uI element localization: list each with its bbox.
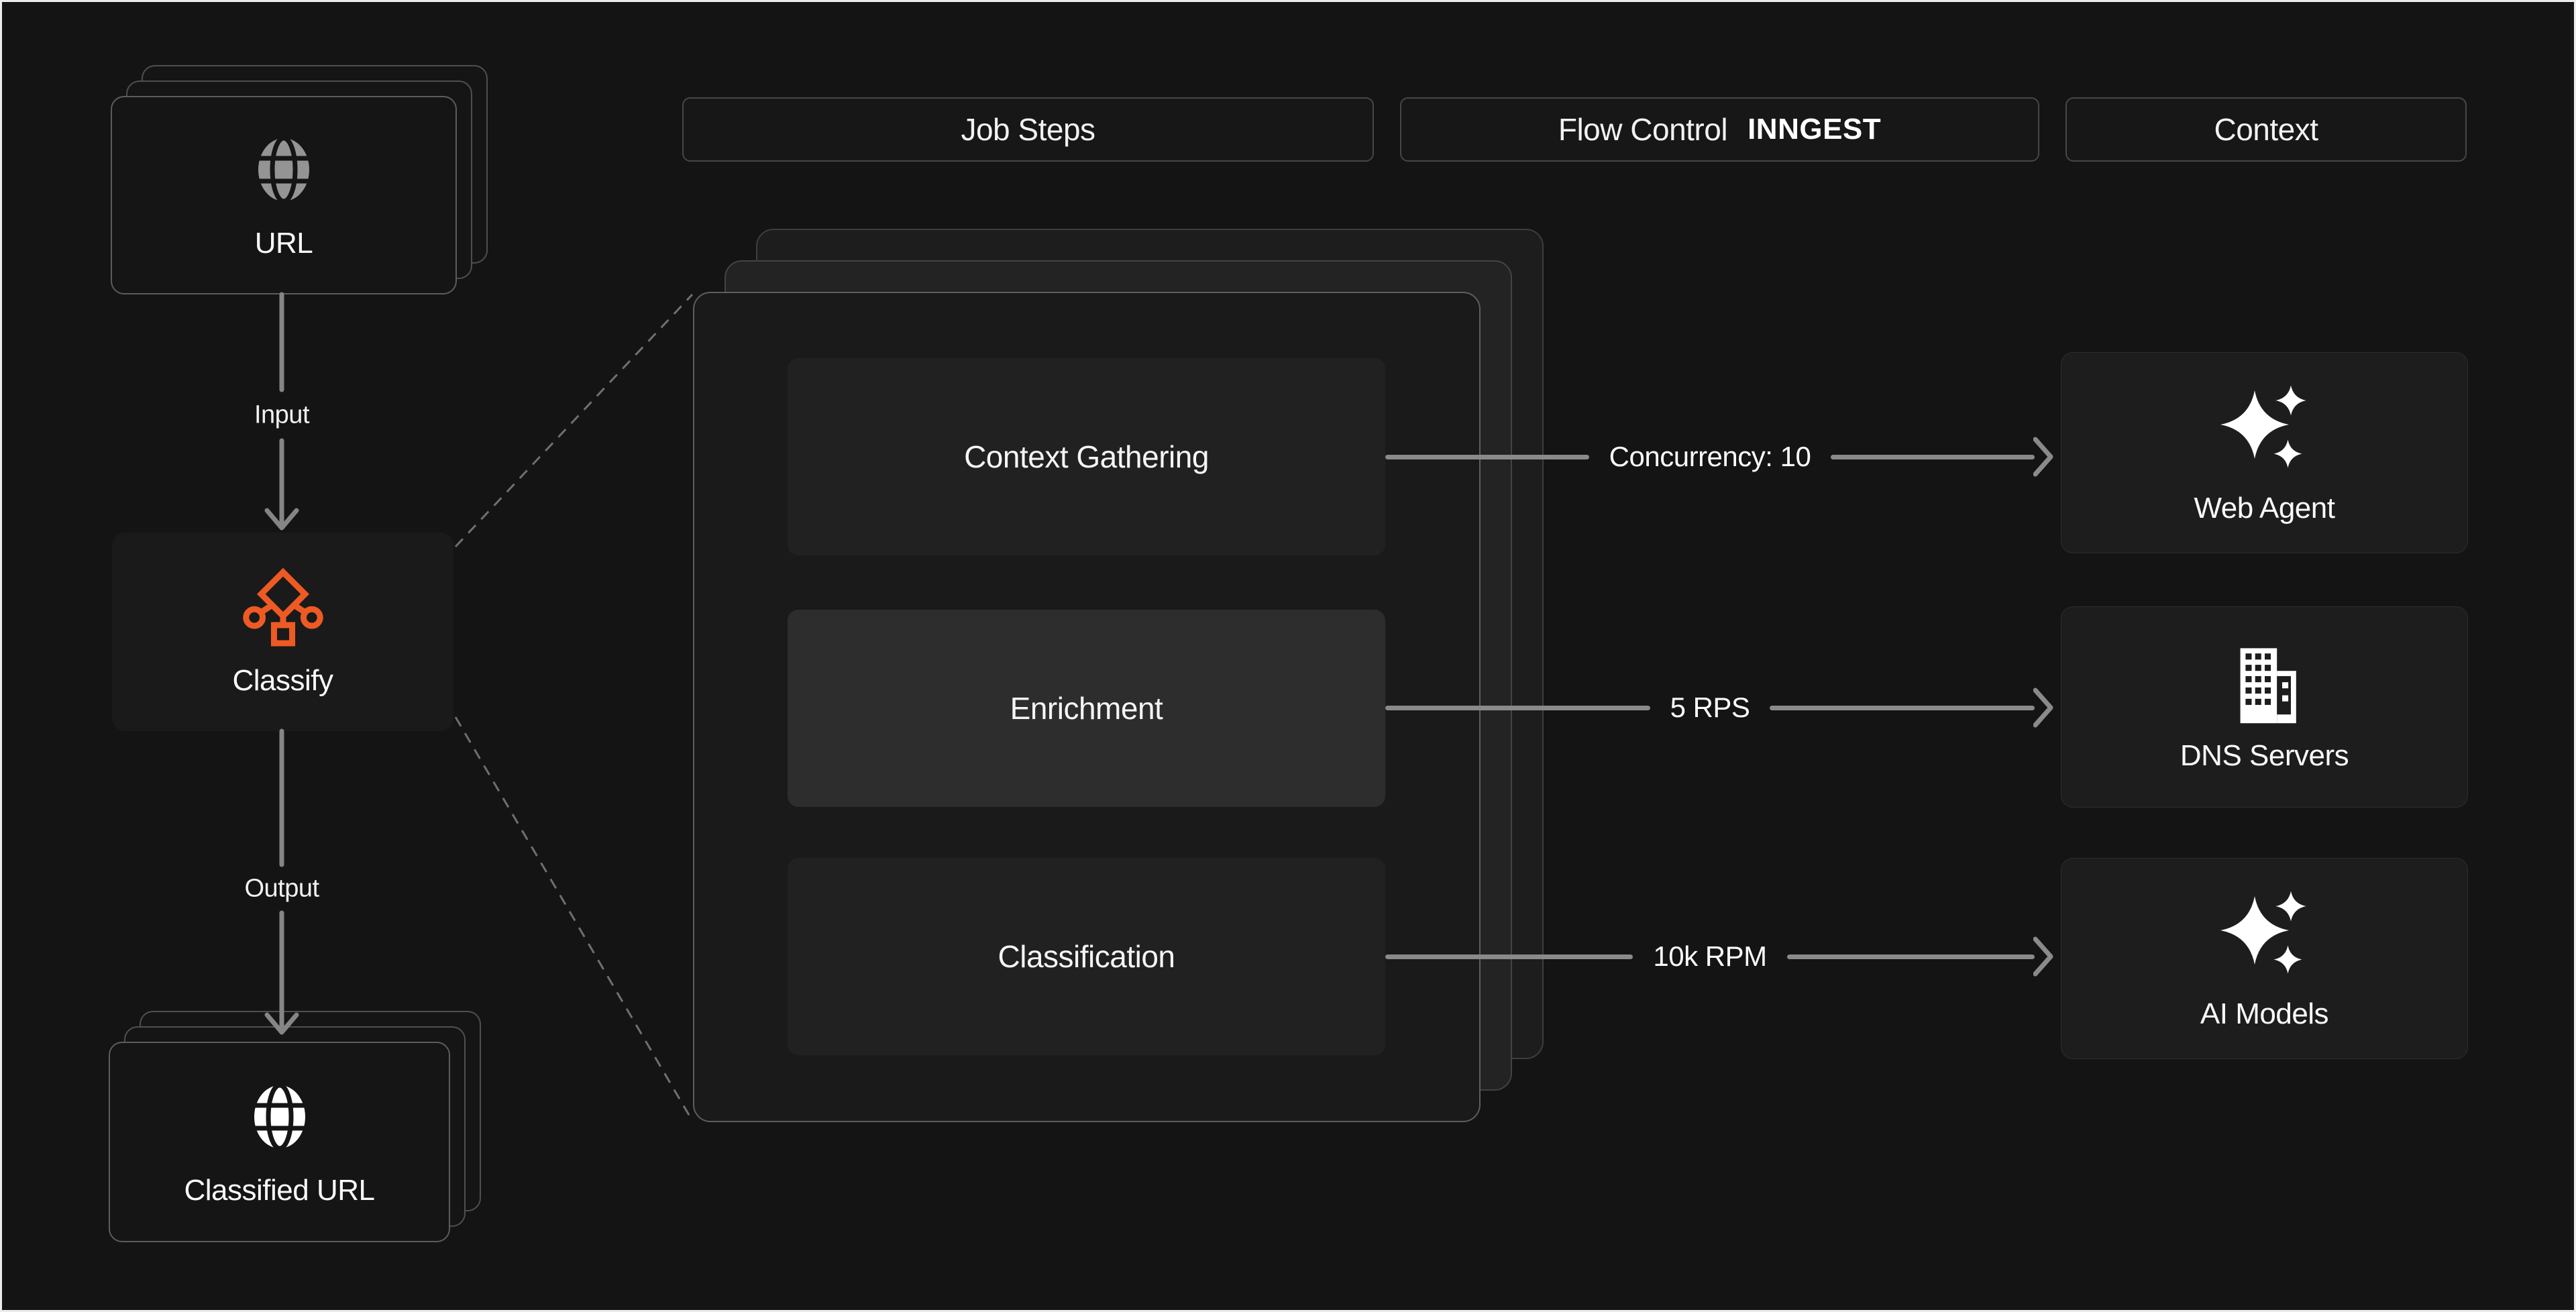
arrowhead-icon	[2033, 437, 2053, 477]
flow-line	[1385, 954, 1633, 959]
flow-label-rps: 5 RPS	[1670, 692, 1750, 723]
step-label: Classification	[998, 939, 1176, 974]
context-card-label: Web Agent	[2194, 492, 2335, 525]
step-box-context-gathering: Context Gathering	[788, 358, 1385, 555]
step-label: Enrichment	[1010, 691, 1163, 726]
header-flow-control-label: Flow Control	[1558, 112, 1728, 147]
zoom-connector-bottom	[454, 716, 693, 1120]
classify-card-label: Classify	[232, 664, 333, 697]
classified-url-card: Classified URL	[109, 1042, 450, 1242]
context-card-dns-servers: DNS Servers	[2061, 606, 2468, 808]
step-label: Context Gathering	[964, 439, 1209, 474]
header-context-label: Context	[2214, 112, 2318, 147]
flow-line	[1770, 705, 2035, 710]
classify-card: Classify	[112, 533, 453, 731]
sparkles-icon	[2220, 891, 2306, 974]
url-card-stack: URL	[111, 65, 488, 294]
step-box-enrichment: Enrichment	[788, 610, 1385, 807]
inngest-logo: INNGEST	[1748, 113, 1882, 146]
flow-label-rpm: 10k RPM	[1653, 940, 1767, 972]
header-job-steps: Job Steps	[682, 97, 1374, 162]
classified-url-card-stack: Classified URL	[109, 1011, 481, 1242]
context-card-web-agent: Web Agent	[2061, 352, 2468, 553]
flow-line	[1831, 454, 2035, 459]
flow-label-concurrency: Concurrency: 10	[1609, 441, 1811, 472]
flow-row-rps: 5 RPS	[1385, 681, 2053, 734]
globe-icon	[258, 135, 309, 204]
header-flow-control: Flow Control INNGEST	[1400, 97, 2039, 162]
flow-line	[1385, 705, 1650, 710]
header-context: Context	[2065, 97, 2467, 162]
header-job-steps-label: Job Steps	[961, 112, 1095, 147]
classified-url-card-label: Classified URL	[184, 1173, 375, 1207]
step-box-classification: Classification	[788, 858, 1385, 1055]
flow-row-concurrency: Concurrency: 10	[1385, 430, 2053, 484]
zoom-connector-top	[454, 293, 694, 548]
input-label: Input	[254, 400, 310, 429]
input-arrowhead-icon	[264, 508, 299, 531]
sparkles-icon	[2220, 385, 2306, 468]
globe-icon	[254, 1083, 305, 1150]
arrowhead-icon	[2033, 688, 2053, 728]
context-card-ai-models: AI Models	[2061, 858, 2468, 1059]
arrowhead-icon	[2033, 936, 2053, 977]
url-card: URL	[111, 96, 457, 294]
classify-workflow-icon	[242, 567, 323, 647]
flow-row-rpm: 10k RPM	[1385, 930, 2053, 983]
building-icon	[2240, 648, 2296, 724]
flow-line	[1786, 954, 2035, 959]
flow-line	[1385, 454, 1589, 459]
output-label: Output	[244, 874, 319, 903]
context-card-label: DNS Servers	[2180, 739, 2349, 772]
context-card-label: AI Models	[2200, 997, 2329, 1030]
url-card-label: URL	[254, 227, 313, 260]
